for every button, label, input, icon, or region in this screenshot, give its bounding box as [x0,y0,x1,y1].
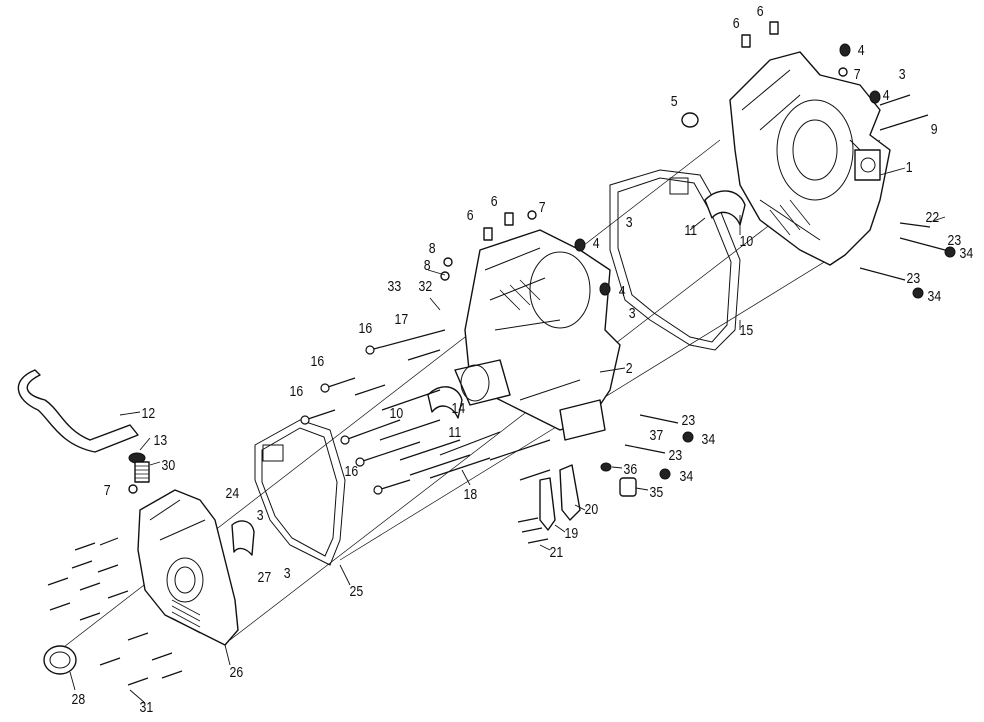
callout-36: 36 [624,461,638,477]
callout-2: 2 [626,360,633,376]
callout-33: 33 [388,278,402,294]
hose [17,369,139,453]
callout-13: 13 [154,432,168,448]
callout-28: 28 [72,691,86,707]
plug-35 [600,462,637,497]
callout-23: 23 [682,412,696,428]
callout-21: 21 [550,544,564,560]
callout-14: 14 [452,400,466,416]
callout-12: 12 [142,405,156,421]
callout-34: 34 [680,468,694,484]
studs-22-23 [624,222,956,480]
callout-3: 3 [257,507,264,523]
callout-23: 23 [669,447,683,463]
fitting-assembly [128,452,150,483]
callout-4: 4 [883,87,890,103]
callout-19: 19 [565,525,579,541]
callout-31: 31 [140,699,154,715]
callout-34: 34 [960,245,974,261]
callout-5: 5 [671,93,678,109]
callout-8: 8 [424,257,431,273]
callout-7: 7 [104,482,111,498]
callout-10: 10 [390,405,404,421]
bolts-21 [517,517,549,544]
callout-4: 4 [593,235,600,251]
callout-26: 26 [230,664,244,680]
bearing-10-11-upper [704,190,746,226]
bearing-27 [231,520,255,556]
callout-7: 7 [539,199,546,215]
callout-16: 16 [359,320,373,336]
callout-7: 7 [854,66,861,82]
callout-4: 4 [619,283,626,299]
callout-24: 24 [226,485,240,501]
callout-30: 30 [162,457,176,473]
callout-17: 17 [395,311,409,327]
studs-9 [879,94,929,131]
callout-18: 18 [464,486,478,502]
callout-34: 34 [702,431,716,447]
cover-bolts-31 [47,537,183,686]
callout-3: 3 [284,565,291,581]
callout-8: 8 [429,240,436,256]
callout-6: 6 [467,207,474,223]
callout-37: 37 [650,427,664,443]
callout-1: 1 [906,159,913,175]
dowel-pins [128,21,881,494]
callout-6: 6 [757,3,764,19]
center-gasket [609,169,741,351]
bearing-10-11-lower [427,386,463,419]
callout-3: 3 [899,66,906,82]
callout-6: 6 [491,193,498,209]
callout-23: 23 [907,270,921,286]
callout-16: 16 [311,353,325,369]
left-crankcase-half [454,229,621,441]
callout-15: 15 [740,322,754,338]
callout-32: 32 [419,278,433,294]
callout-9: 9 [931,121,938,137]
cap-5 [681,112,699,128]
callout-4: 4 [858,42,865,58]
callout-25: 25 [350,583,364,599]
callout-3: 3 [626,214,633,230]
right-crankcase-half [729,51,891,266]
callout-10: 10 [740,233,754,249]
callout-16: 16 [290,383,304,399]
long-bolts-16-18 [300,329,551,495]
callout-23: 23 [948,232,962,248]
callout-27: 27 [258,569,272,585]
callout-11: 11 [448,424,461,440]
plate-19-20 [539,464,581,531]
leader-lines [69,167,946,704]
callout-20: 20 [585,501,599,517]
callout-11: 11 [684,222,697,238]
callout-3: 3 [629,305,636,321]
callout-6: 6 [733,15,740,31]
callout-labels: 1 2 3 3 3 3 3 4 4 4 4 5 6 6 6 6 7 7 7 8 … [72,3,974,715]
callout-34: 34 [928,288,942,304]
callout-22: 22 [926,209,940,225]
side-cover [137,489,239,646]
callout-35: 35 [650,484,664,500]
cover-gasket [254,419,346,566]
callout-16: 16 [345,463,359,479]
oil-seal-28 [43,645,77,675]
